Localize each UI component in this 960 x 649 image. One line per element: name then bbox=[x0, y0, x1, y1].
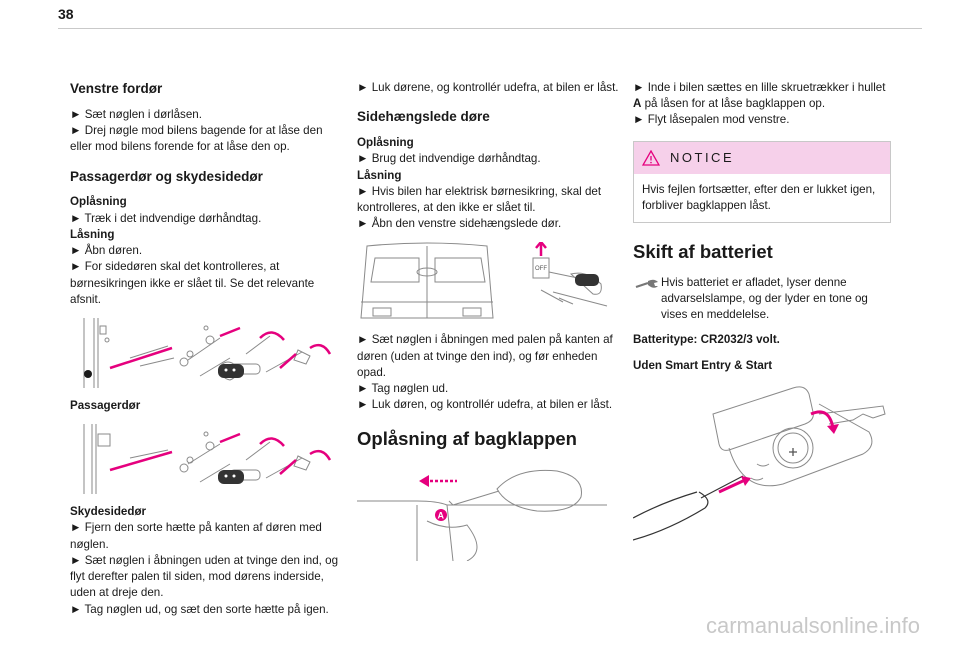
heading-battery-change: Skift af batteriet bbox=[633, 241, 773, 263]
sliding-door-illustration bbox=[83, 424, 332, 495]
warning-icon bbox=[642, 149, 660, 166]
heading-side-hinged-doors: Sidehængslede døre bbox=[357, 109, 490, 125]
label-a: A bbox=[438, 511, 445, 521]
instruction: ► Åbn den venstre sidehængslede dør. bbox=[357, 217, 562, 231]
notice-text: Hvis fejlen fortsætter, efter den er luk… bbox=[642, 182, 876, 212]
instruction: ► For sidedøren skal det kontrolleres, a… bbox=[70, 260, 315, 306]
battery-warning-text: Hvis batteriet er afladet, lyser denne a… bbox=[661, 275, 868, 322]
wrench-icon bbox=[635, 279, 658, 289]
subheading-unlocking: Oplåsning bbox=[357, 136, 414, 150]
off-label: OFF bbox=[535, 266, 547, 272]
page-number: 38 bbox=[58, 6, 74, 22]
battery-type: Batteritype: CR2032/3 volt. bbox=[633, 332, 780, 346]
instruction: ► Tag nøglen ud. bbox=[357, 382, 449, 396]
instruction: ► Luk døren, og kontrollér udefra, at bi… bbox=[357, 398, 613, 412]
instruction: ► Træk i det indvendige dørhåndtag. bbox=[70, 211, 262, 225]
rear-doors-illustration: OFF bbox=[360, 242, 608, 319]
watermark: carmanualsonline.info bbox=[705, 613, 920, 638]
top-rule bbox=[58, 28, 922, 29]
subheading-locking: Låsning bbox=[70, 227, 115, 241]
instruction: ► Flyt låsepalen mod venstre. bbox=[633, 113, 790, 127]
key-battery-illustration bbox=[633, 386, 886, 541]
heading-left-front-door: Venstre fordør bbox=[70, 81, 163, 96]
instruction: ► Sæt nøglen i åbningen med palen på kan… bbox=[357, 333, 613, 379]
heading-tailgate-unlock: Oplåsning af bagklappen bbox=[357, 427, 577, 449]
caption-passenger-door: Passagerdør bbox=[70, 398, 141, 412]
notice-header: NOTICE bbox=[634, 141, 890, 174]
subheading-unlocking: Oplåsning bbox=[70, 195, 127, 209]
instruction: ► Inde i bilen sættes en lille skruetræk… bbox=[633, 81, 886, 111]
subheading-locking: Låsning bbox=[357, 168, 402, 182]
instruction: ► Åbn døren. bbox=[70, 244, 143, 258]
subheading-without-smart-entry: Uden Smart Entry & Start bbox=[633, 358, 773, 372]
warning-lamp-row: Hvis batteriet er afladet, lyser denne a… bbox=[633, 275, 891, 324]
passenger-door-illustration bbox=[83, 317, 332, 388]
notice-box: NOTICE Hvis fejlen fortsætter, efter den… bbox=[633, 140, 891, 224]
instruction: ► Hvis bilen har elektrisk børnesikring,… bbox=[357, 184, 602, 214]
instruction: ► Sæt nøglen i dørlåsen. bbox=[70, 107, 202, 121]
tailgate-screwdriver-illustration: A bbox=[357, 470, 607, 562]
instruction: ► Tag nøglen ud, og sæt den sorte hætte … bbox=[70, 602, 329, 616]
column-3: ► Inde i bilen sættes en lille skruetræk… bbox=[633, 80, 891, 554]
instruction: ► Luk dørene, og kontrollér udefra, at b… bbox=[357, 81, 619, 94]
caption-sliding-door: Skydesidedør bbox=[70, 505, 147, 519]
instruction: ► Fjern den sorte hætte på kanten af dør… bbox=[70, 521, 322, 551]
column-1: Venstre fordør ► Sæt nøglen i dørlåsen. … bbox=[70, 80, 338, 618]
notice-title: NOTICE bbox=[670, 149, 735, 165]
instruction: ► Drej nøgle mod bilens bagende for at l… bbox=[70, 124, 323, 154]
heading-passenger-door: Passagerdør og skydesidedør bbox=[70, 168, 263, 184]
column-2: ► Luk dørene, og kontrollér udefra, at b… bbox=[357, 80, 625, 571]
instruction: ► Brug det indvendige dørhåndtag. bbox=[357, 152, 541, 166]
instruction: ► Sæt nøglen i åbningen uden at tvinge d… bbox=[70, 553, 339, 600]
